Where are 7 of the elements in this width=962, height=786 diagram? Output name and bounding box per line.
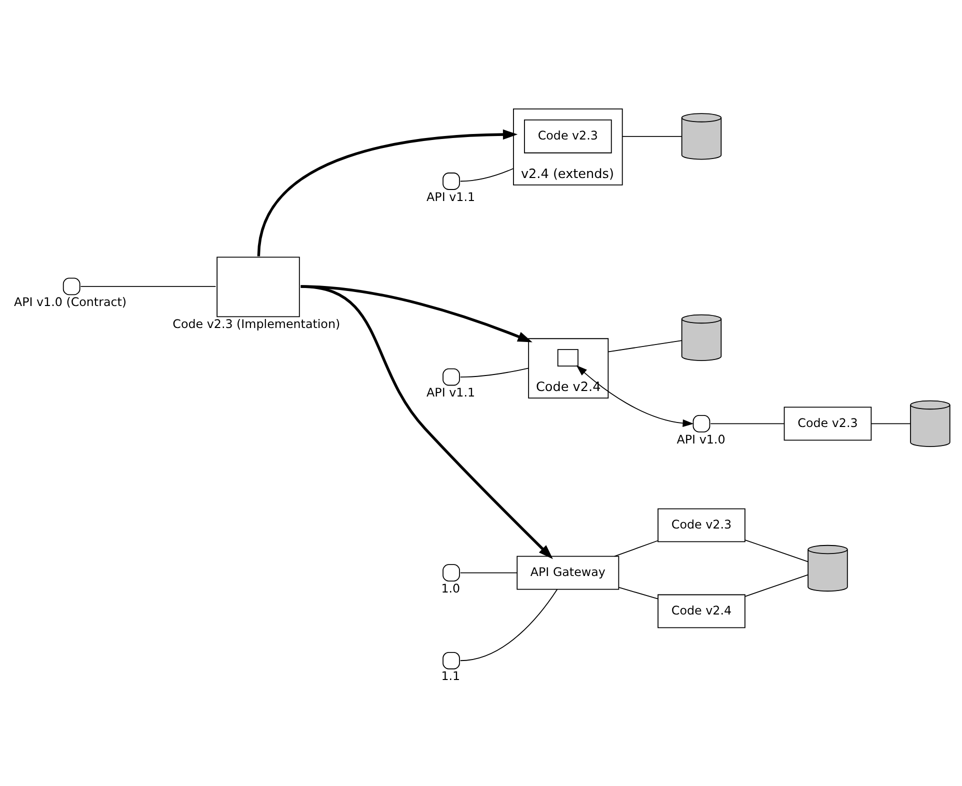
node-label: Code v2.3 (Implementation)	[172, 316, 340, 330]
node-label: API v1.1	[426, 385, 476, 400]
node-label: API v1.0 (Contract)	[14, 294, 127, 309]
node-label: 1.0	[441, 580, 460, 595]
node-label: 1.1	[441, 668, 460, 683]
node-label: API v1.1	[426, 189, 476, 204]
node-label: API v1.0	[676, 432, 726, 446]
